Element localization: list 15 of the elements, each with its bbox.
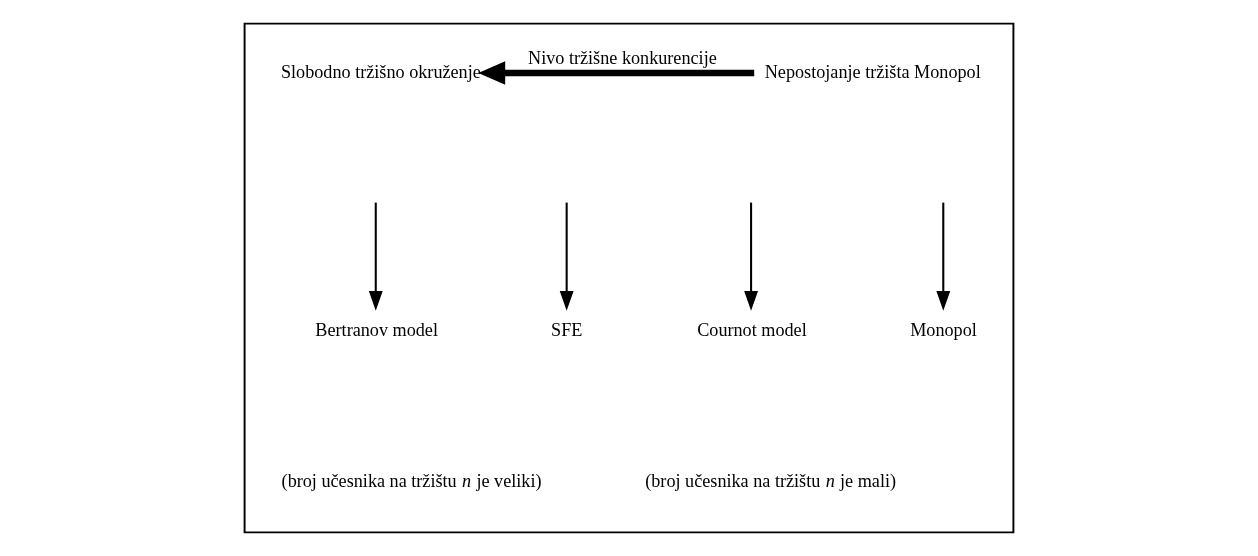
node-text: Nepostojanje tržišta Monopol	[764, 61, 981, 82]
label: (broj učesnika na tržištu n je veliki)	[281, 470, 542, 491]
node-text: SFE	[551, 319, 583, 340]
node-text: Cournot model	[697, 319, 807, 340]
arrow	[478, 61, 755, 85]
arrow	[744, 202, 758, 311]
arrow	[368, 202, 383, 311]
node-text: Bertranov model	[315, 319, 438, 340]
edge-label: Nivo tržišne konkurencije	[528, 48, 717, 69]
arrow	[936, 202, 951, 311]
cluster	[243, 22, 1015, 534]
node-text: Slobodno tržišno okruženje	[280, 61, 481, 82]
node-text: Monopol	[910, 319, 977, 340]
label: (broj učesnika na tržištu n je mali)	[645, 470, 897, 491]
arrow	[559, 202, 574, 311]
